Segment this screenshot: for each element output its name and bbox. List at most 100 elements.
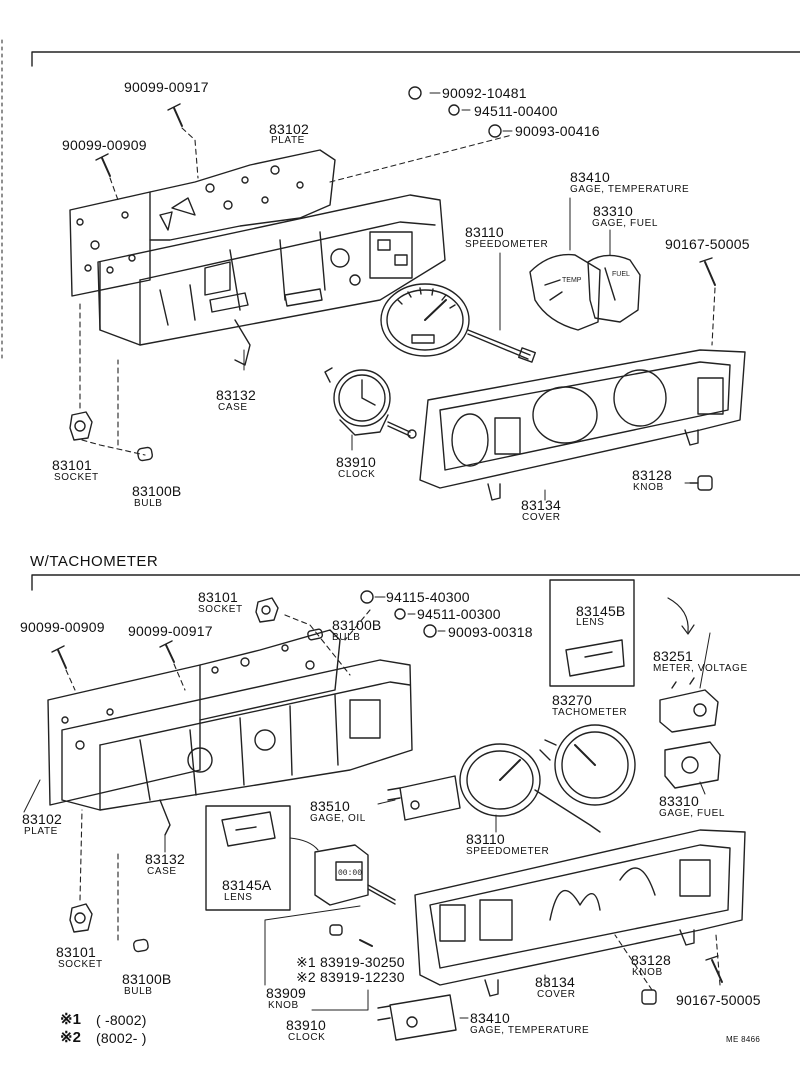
label-tach-gage-fuel: GAGE, FUEL — [659, 808, 726, 819]
label-cover: COVER — [522, 512, 561, 523]
tach-case-83132-drawing — [61, 659, 413, 836]
gage-oil-83510-drawing — [387, 775, 461, 821]
label-lens-b: LENS — [576, 617, 605, 628]
label-speedometer: SPEEDOMETER — [465, 239, 549, 250]
label-90093-00318: 90093-00318 — [448, 624, 533, 640]
label-tach-83101a: 83101 — [198, 589, 238, 605]
label-83919-30250: ※1 83919-30250 — [296, 954, 405, 970]
screw-90099-00909-drawing — [95, 153, 111, 177]
label-plate: PLATE — [271, 135, 305, 146]
label-tach-83310: 83310 — [659, 793, 699, 809]
label-83145a: 83145A — [222, 877, 272, 893]
tach-socket-83101b-drawing — [69, 903, 93, 933]
screw-90167-50005-drawing — [699, 257, 716, 286]
nut-90092-10481-drawing — [408, 86, 422, 100]
tach-bulb-83100b-a-drawing — [307, 628, 324, 641]
label-tach-83100b-a: 83100B — [332, 617, 382, 633]
label-83310: 83310 — [593, 203, 633, 219]
label-case: CASE — [218, 402, 248, 413]
tach-socket-83101a-drawing — [255, 597, 279, 623]
washer-94511-00400-drawing — [448, 104, 460, 116]
top-assembly-lines — [79, 127, 716, 456]
label-83910: 83910 — [336, 454, 376, 470]
label-tach-83100b-b: 83100B — [122, 971, 172, 987]
section-title-w-tachometer: W/TACHOMETER — [30, 553, 159, 570]
tach-clock-83910-drawing: 00:00 — [314, 844, 396, 906]
label-90099-00909: 90099-00909 — [62, 137, 147, 153]
label-tach-socket-a: SOCKET — [198, 604, 243, 615]
label-83145b: 83145B — [576, 603, 626, 619]
legend-mark-1: ※1 — [60, 1011, 81, 1028]
label-tach-cover: COVER — [537, 989, 576, 1000]
label-gage-fuel: GAGE, FUEL — [592, 218, 659, 229]
label-tach-knob: KNOB — [632, 967, 663, 978]
socket-83101-drawing — [69, 411, 93, 441]
label-tach-83101b: 83101 — [56, 944, 96, 960]
tach-gage-fuel-83310-drawing — [664, 741, 721, 789]
label-bulb: BULB — [134, 498, 163, 509]
meter-voltage-83251-drawing — [659, 677, 719, 733]
legend-mark-2: ※2 — [60, 1029, 81, 1046]
washer-94511-00300-drawing — [394, 608, 406, 620]
tach-gage-temperature-83410-drawing — [377, 994, 457, 1041]
label-gage-oil: GAGE, OIL — [310, 813, 366, 824]
tach-plate-83102-drawing — [47, 629, 341, 806]
svg-text:FUEL: FUEL — [612, 271, 630, 278]
top-label-leaders — [243, 92, 699, 501]
nut-90093-00318-drawing — [423, 624, 437, 638]
lens-83145a-box — [205, 805, 291, 911]
screw-90099-00917-drawing — [167, 103, 183, 127]
label-tach-speedometer: SPEEDOMETER — [466, 846, 550, 857]
tach-knob-83909-drawing — [329, 924, 373, 947]
label-83134: 83134 — [521, 497, 561, 513]
label-tach-83410: 83410 — [470, 1010, 510, 1026]
legend-range-1: ( -8002) — [96, 1012, 147, 1028]
label-tach-83128: 83128 — [631, 952, 671, 968]
label-90099-00917: 90099-00917 — [124, 79, 209, 95]
label-knob-83909: KNOB — [268, 1000, 299, 1011]
top-section-frame — [31, 51, 800, 67]
label-90093-00416: 90093-00416 — [515, 123, 600, 139]
tach-knob-83128-drawing — [641, 989, 657, 1005]
tachometer-83270-drawing — [539, 724, 636, 806]
tach-cover-83134-drawing — [414, 829, 746, 997]
label-socket: SOCKET — [54, 472, 99, 483]
label-tach-bulb-b: BULB — [124, 986, 153, 997]
label-tach-bulb-a: BULB — [332, 632, 361, 643]
label-tach-plate: PLATE — [24, 826, 58, 837]
label-tach-case: CASE — [147, 866, 177, 877]
label-83110: 83110 — [465, 224, 504, 240]
label-83128: 83128 — [632, 467, 672, 483]
label-tach-gage-temperature: GAGE, TEMPERATURE — [470, 1025, 590, 1036]
label-tach-83134: 83134 — [535, 974, 575, 990]
gage-temperature-83410-drawing: TEMP — [529, 253, 601, 331]
label-83270: 83270 — [552, 692, 592, 708]
label-gage-temperature: GAGE, TEMPERATURE — [570, 184, 690, 195]
plate-83102-drawing — [69, 149, 336, 297]
label-tach-83102: 83102 — [22, 811, 62, 827]
label-90092-10481: 90092-10481 — [442, 85, 527, 101]
label-90167-50005: 90167-50005 — [665, 236, 750, 252]
label-94511-00300: 94511-00300 — [417, 606, 501, 622]
legend-range-2: (8002- ) — [96, 1030, 147, 1046]
clock-83910-drawing — [324, 367, 417, 439]
label-tach-90099-00909: 90099-00909 — [20, 619, 105, 635]
label-83410: 83410 — [570, 169, 610, 185]
nut-94115-40300-drawing — [360, 590, 374, 604]
tach-label-leaders — [23, 596, 711, 1019]
label-tach-83910: 83910 — [286, 1017, 326, 1033]
drawing-code: ME 8466 — [726, 1035, 761, 1044]
label-83919-12230: ※2 83919-12230 — [296, 969, 405, 985]
svg-text:00:00: 00:00 — [338, 869, 362, 878]
label-clock: CLOCK — [338, 469, 376, 480]
label-knob: KNOB — [633, 482, 664, 493]
label-tach-clock: CLOCK — [288, 1032, 326, 1043]
cover-83134-drawing — [419, 349, 746, 501]
label-tach-83110: 83110 — [466, 831, 505, 847]
label-lens-a: LENS — [224, 892, 253, 903]
label-94115-40300: 94115-40300 — [386, 589, 470, 605]
label-tachometer: TACHOMETER — [552, 707, 628, 718]
label-83132: 83132 — [216, 387, 256, 403]
label-tach-90099-00917: 90099-00917 — [128, 623, 213, 639]
